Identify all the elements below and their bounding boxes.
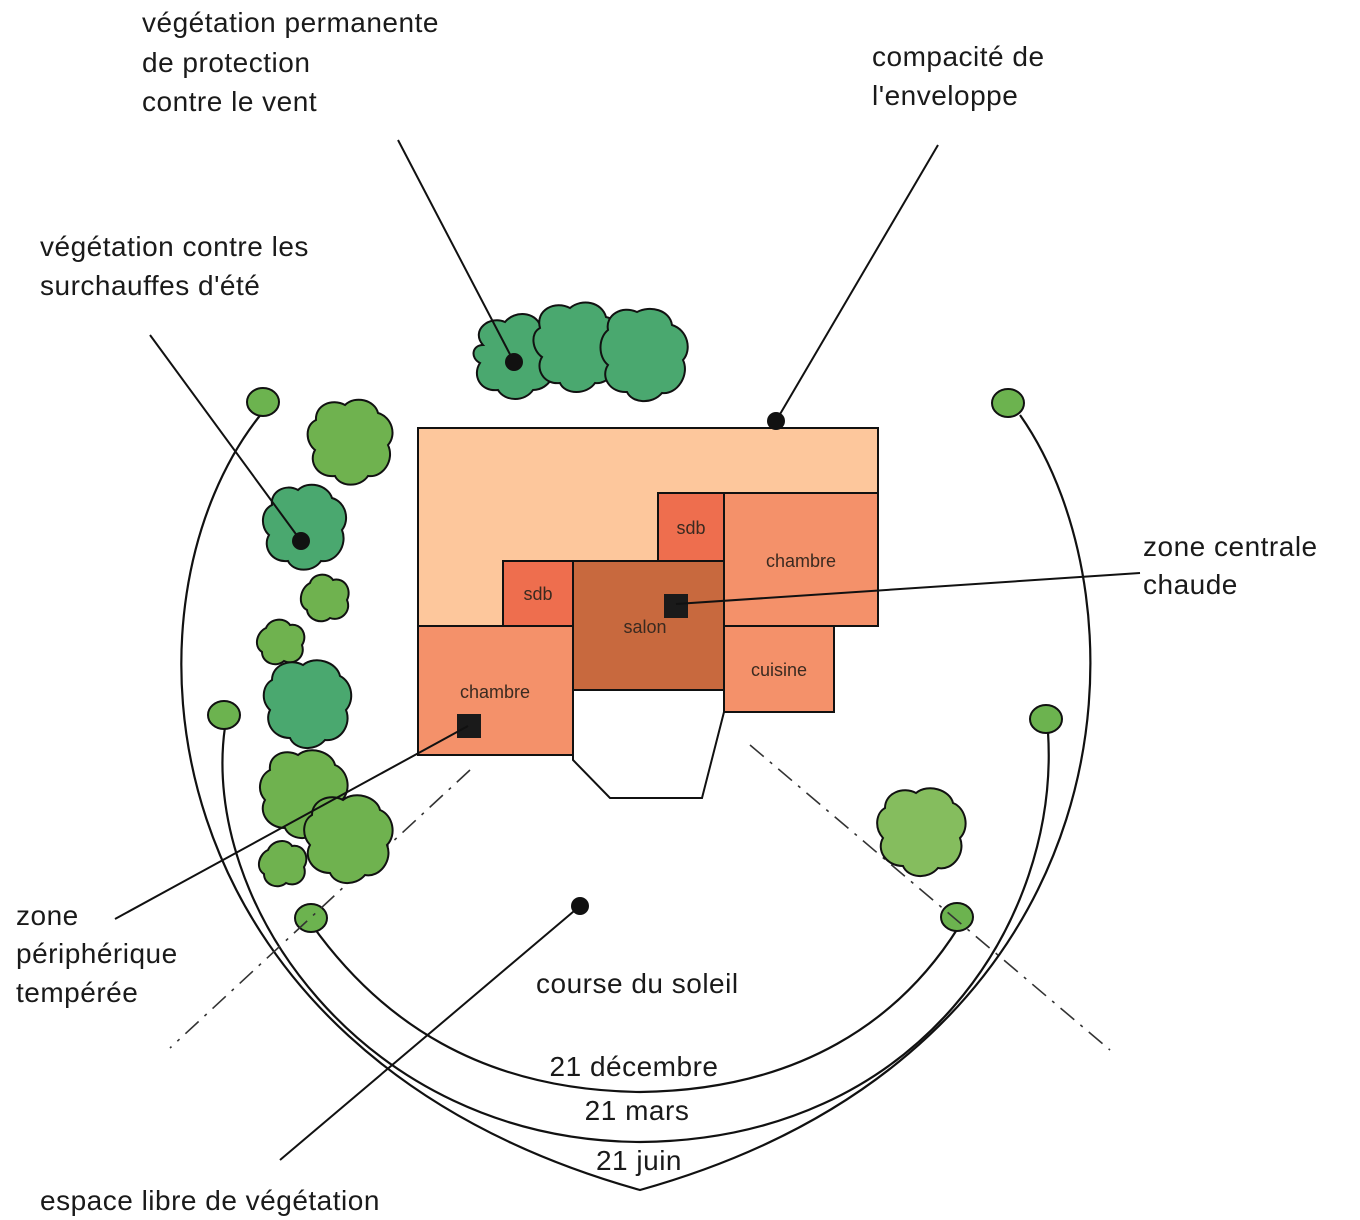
sun-path-dot	[940, 902, 974, 932]
leader-zone-centrale	[675, 572, 1141, 605]
room-label-cuisine: cuisine	[751, 660, 807, 680]
leader-dot	[505, 353, 523, 371]
room-label-salon: salon	[623, 617, 666, 637]
leader-vegetation-permanente	[397, 139, 515, 363]
tree-icon	[257, 840, 308, 888]
leader-compacite	[775, 144, 939, 422]
tree-icon	[262, 659, 353, 749]
tree-icon	[262, 483, 348, 571]
room-label-chambre-right: chambre	[766, 551, 836, 571]
room-label-sdb-top: sdb	[676, 518, 705, 538]
zone-marker-central	[664, 594, 688, 618]
leader-dot	[292, 532, 310, 550]
label-sun-path-21-juin: 21 juin	[596, 1145, 682, 1176]
label-zone-peripherique-1: zone	[16, 900, 79, 931]
label-zone-peripherique-2: périphérique	[16, 938, 178, 969]
label-espace-libre: espace libre de végétation	[40, 1185, 380, 1216]
room-label-sdb-left: sdb	[523, 584, 552, 604]
sun-path-arc-outer	[180, 412, 1092, 1192]
tree-icon	[299, 573, 350, 623]
leader-vegetation-ete	[149, 334, 302, 542]
label-course-soleil: course du soleil	[536, 968, 739, 999]
label-vegetation-permanente-2: de protection	[142, 47, 310, 78]
sun-path-dot	[207, 700, 241, 730]
label-vegetation-ete-2: surchauffes d'été	[40, 270, 260, 301]
label-vegetation-ete-1: végétation contre les	[40, 231, 309, 262]
sun-path-dot	[246, 387, 280, 417]
leader-dot	[767, 412, 785, 430]
sun-path-arc-inner	[311, 924, 959, 1094]
sun-path-arc-middle	[221, 726, 1050, 1144]
tree-icon	[255, 618, 306, 666]
room-cuisine	[723, 625, 835, 713]
sun-path-dot	[1029, 704, 1063, 734]
room-chambre-right	[723, 492, 879, 627]
tree-icon	[599, 307, 689, 403]
room-label-chambre-left: chambre	[460, 682, 530, 702]
label-vegetation-permanente-3: contre le vent	[142, 86, 317, 117]
tree-icon	[306, 398, 394, 486]
label-zone-peripherique-3: tempérée	[16, 977, 138, 1008]
label-sun-path-21-decembre: 21 décembre	[550, 1051, 719, 1082]
label-compacite-1: compacité de	[872, 41, 1045, 72]
zone-marker-peripheral	[457, 714, 481, 738]
leader-zone-peripherique	[114, 725, 469, 920]
room-sdb-top	[657, 492, 725, 562]
label-vegetation-permanente-1: végétation permanente	[142, 7, 439, 38]
sun-axis-line-left	[169, 769, 471, 1049]
label-compacite-2: l'enveloppe	[872, 80, 1018, 111]
sun-path-dot	[991, 388, 1025, 418]
tree-icon	[303, 794, 394, 884]
leader-dot	[571, 897, 589, 915]
terrace	[572, 689, 725, 799]
tree-icon	[876, 787, 967, 877]
sun-axis-line-right	[749, 744, 1111, 1051]
label-zone-centrale-1: zone centrale	[1143, 531, 1318, 562]
room-salon	[572, 560, 725, 691]
label-zone-centrale-2: chaude	[1143, 569, 1238, 600]
leader-espace-libre	[279, 905, 581, 1161]
label-sun-path-21-mars: 21 mars	[585, 1095, 690, 1126]
